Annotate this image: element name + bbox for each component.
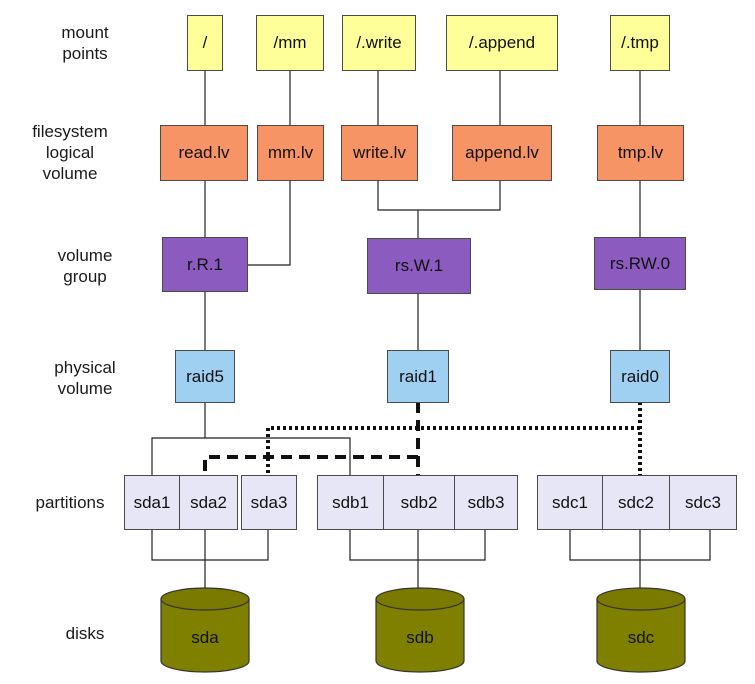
disk-sda-label: sda <box>191 628 219 647</box>
volume-group-rs-w-1: rs.W.1 <box>367 238 471 294</box>
disk-sdb-label: sdb <box>406 628 434 647</box>
physical-volume-raid5: raid5 <box>175 350 235 403</box>
row-label-physical-volume: physical volume <box>54 358 116 398</box>
mount-point-root: / <box>187 15 223 71</box>
volume-group-rs-rw-0: rs.RW.0 <box>594 237 686 290</box>
row-label-mount-points: mount points <box>61 23 109 63</box>
mount-point-mm: /mm <box>256 15 324 71</box>
partition-sdc3: sdc3 <box>669 475 737 530</box>
partition-sdc1: sdc1 <box>537 475 603 530</box>
physical-volume-raid0: raid0 <box>610 350 670 403</box>
mount-point-append: /.append <box>446 15 558 71</box>
row-label-partitions: partitions <box>35 493 105 512</box>
disk-sda-cylinder <box>160 587 250 673</box>
partition-sdb1: sdb1 <box>317 475 384 530</box>
logical-volume-write: write.lv <box>341 125 418 181</box>
logical-volume-tmp: tmp.lv <box>597 125 684 181</box>
partition-sdb2: sdb2 <box>383 475 455 530</box>
mount-point-write: /.write <box>342 15 416 71</box>
logical-volume-read: read.lv <box>160 125 248 181</box>
logical-volume-append: append.lv <box>452 125 552 181</box>
mount-point-tmp: /.tmp <box>610 15 670 71</box>
partition-sda1: sda1 <box>124 475 180 530</box>
partition-sdc2: sdc2 <box>602 475 670 530</box>
volume-group-r-r-1: r.R.1 <box>162 237 248 292</box>
partition-sdb3: sdb3 <box>454 475 518 530</box>
row-label-disks: disks <box>65 624 105 643</box>
partition-sda3: sda3 <box>241 475 297 530</box>
disk-sdc-label: sdc <box>627 628 655 647</box>
logical-volume-mm: mm.lv <box>257 125 324 181</box>
disk-sdb-cylinder <box>375 587 465 673</box>
disk-sdc-cylinder <box>596 587 686 673</box>
partition-sda2: sda2 <box>179 475 238 530</box>
physical-volume-raid1: raid1 <box>387 350 449 403</box>
row-label-volume-group: volume group <box>57 246 113 286</box>
row-label-logical-volume: filesystem logical volume <box>32 122 108 183</box>
